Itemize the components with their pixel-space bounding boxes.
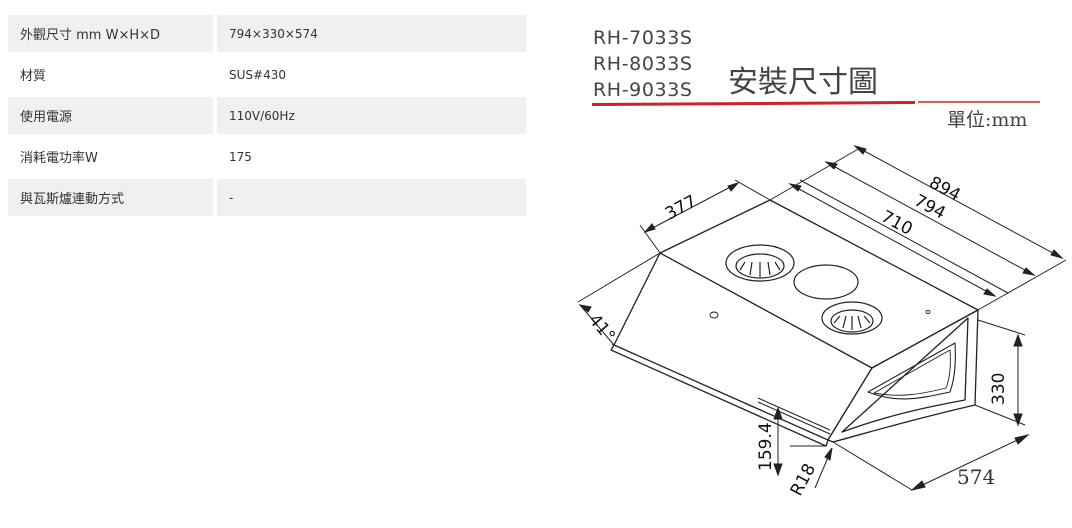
duct-outlet-left [725, 244, 795, 282]
dim-radius: R18 [787, 460, 820, 499]
spec-label: 消耗電功率W [20, 151, 98, 166]
spec-row-stove-linkage: 與瓦斯爐連動方式 - [8, 179, 526, 216]
spec-row-dimensions: 外觀尺寸 mm W×H×D 794×330×574 [8, 15, 526, 52]
spec-label: 外觀尺寸 mm W×H×D [8, 15, 213, 52]
dim-front-height: 159.4 [756, 422, 776, 471]
mount-hole [709, 311, 719, 319]
spec-value: SUS#430 [229, 67, 286, 82]
diagram-title: 安裝尺寸圖 [728, 65, 878, 100]
spec-value: 794×330×574 [217, 15, 526, 52]
installation-diagram: RH-7033S RH-8033S RH-9033S 安裝尺寸圖 單位:mm [577, 27, 1067, 499]
spec-label: 材質 [20, 69, 47, 84]
mount-hole [925, 310, 931, 314]
unit-label: 單位:mm [947, 109, 1027, 131]
spec-value: 110V/60Hz [217, 97, 526, 134]
model-label: RH-9033S [593, 79, 693, 101]
spec-row-power-supply: 使用電源 110V/60Hz [8, 97, 526, 134]
spec-label: 與瓦斯爐連動方式 [8, 179, 213, 216]
spec-value: 175 [229, 149, 252, 164]
spec-table: 外觀尺寸 mm W×H×D 794×330×574 材質 SUS#430 使用電… [8, 11, 526, 220]
model-label: RH-7033S [593, 27, 693, 49]
spec-row-material: 材質 SUS#430 [8, 56, 526, 93]
duct-outlet-right [821, 301, 883, 335]
range-hood-drawing [610, 199, 979, 447]
spec-row-power-consumption: 消耗電功率W 175 [8, 138, 526, 175]
spec-label: 使用電源 [8, 97, 213, 134]
model-label: RH-8033S [593, 53, 693, 75]
dim-depth: 574 [957, 465, 995, 489]
spec-value: - [217, 179, 526, 216]
dim-depth-top: 377 [662, 192, 700, 225]
dim-height: 330 [989, 373, 1009, 405]
title-underline [592, 101, 915, 106]
center-hole [793, 264, 859, 300]
dimension-lines [577, 145, 1067, 491]
